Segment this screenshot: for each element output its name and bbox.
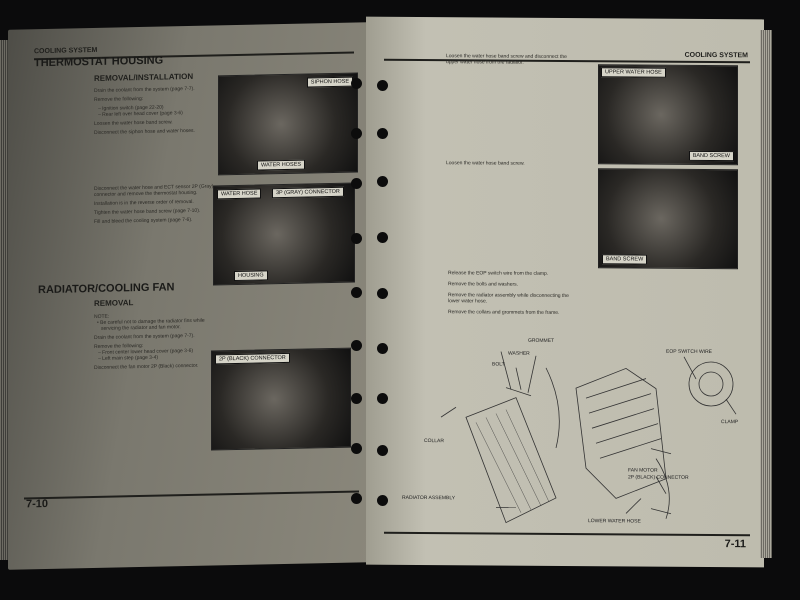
binder-hole: [351, 443, 362, 454]
binder-hole: [351, 78, 362, 89]
step: Disconnect the siphon hose and water hos…: [94, 127, 195, 136]
diagram-label: RADIATOR ASSEMBLY: [402, 494, 456, 502]
step: servicing the radiator and fan motor.: [101, 324, 181, 332]
step: lower water hose.: [448, 298, 488, 305]
step: Tighten the water hose band screw (page …: [94, 207, 201, 216]
page-number: 7-10: [26, 497, 49, 511]
binder-hole: [377, 445, 388, 456]
step: Fill and bleed the cooling system (page …: [94, 216, 193, 225]
photo-band-screw: BAND SCREW: [598, 168, 738, 270]
diagram-label: LOWER WATER HOSE: [588, 518, 641, 525]
right-page: COOLING SYSTEM Loosen the water hose ban…: [366, 16, 764, 568]
diagram-label: 2P (BLACK) CONNECTOR: [628, 474, 689, 481]
binder-hole: [377, 288, 388, 299]
photo-label: UPPER WATER HOSE: [601, 67, 666, 78]
step: Release the EOP switch wire from the cla…: [448, 270, 549, 277]
binder-hole: [377, 393, 388, 404]
running-header: COOLING SYSTEM: [684, 51, 748, 60]
step: – Rear left over head cover (page 3-6): [98, 110, 183, 118]
diagram-label: WASHER: [508, 350, 530, 357]
step: – Left main step (page 3-4): [98, 354, 159, 362]
diagram-label: CLAMP: [721, 419, 739, 426]
binder-hole: [351, 393, 362, 404]
diagram-label: EOP SWITCH WIRE: [666, 348, 713, 356]
binder-hole: [351, 493, 362, 504]
binder-hole: [351, 340, 362, 351]
step: Disconnect the fan motor 2P (Black) conn…: [94, 362, 199, 371]
photo-label: WATER HOSES: [257, 159, 306, 171]
radiator-exploded-diagram: [440, 351, 737, 524]
step: Remove the bolts and washers.: [448, 281, 519, 288]
photo-label: WATER HOSE: [217, 188, 262, 200]
photo-label: HOUSING: [234, 270, 268, 282]
photo-thermostat-housing: WATER HOSE 3P (GRAY) CONNECTOR HOUSING: [213, 182, 355, 286]
diagram-label: BOLT: [492, 361, 505, 368]
step: Drain the coolant from the system (page …: [94, 85, 195, 94]
steps-radiator-removal: NOTE:• Be careful not to damage the radi…: [94, 311, 219, 371]
footer-rule: [24, 490, 359, 500]
diagram-label: GROMMET: [528, 337, 555, 344]
step-upper-hose: Loosen the water hose band screw and dis…: [446, 53, 606, 66]
step: upper water hose from the radiator.: [446, 59, 524, 66]
steps-radiator: Release the EOP switch wire from the cla…: [448, 270, 608, 316]
page-number: 7-11: [724, 538, 746, 551]
binder-hole: [377, 80, 388, 91]
footer-rule: [384, 531, 750, 537]
left-page: COOLING SYSTEM THERMOSTAT HOUSING REMOVA…: [8, 22, 370, 570]
photo-label: SIPHON HOSE: [306, 76, 353, 88]
section-title: RADIATOR/COOLING FAN: [38, 281, 175, 297]
steps-thermostat-install: Disconnect the water hose and ECT sensor…: [94, 183, 219, 225]
photo-fan-connector: 2P (BLACK) CONNECTOR: [211, 347, 351, 451]
photo-label: 2P (BLACK) CONNECTOR: [215, 352, 290, 365]
steps-thermostat-removal: Drain the coolant from the system (page …: [94, 85, 214, 136]
running-header: COOLING SYSTEM: [34, 46, 98, 56]
subsection-title: REMOVAL/INSTALLATION: [94, 71, 194, 83]
photo-label: 3P (GRAY) CONNECTOR: [272, 186, 344, 199]
photo-label: BAND SCREW: [688, 150, 734, 162]
diagram-label: FAN MOTOR: [628, 467, 658, 474]
binder-hole: [351, 233, 362, 244]
page-edges-right: [760, 30, 772, 558]
step: connector and remove the thermostat hous…: [94, 189, 198, 198]
step: Drain the coolant from the system (page …: [94, 332, 195, 341]
diagram-label: COLLAR: [424, 438, 445, 445]
step: Remove the collars and grommets from the…: [448, 309, 560, 316]
binder-hole: [351, 178, 362, 189]
binder-hole: [351, 128, 362, 139]
section-title: THERMOSTAT HOUSING: [34, 54, 164, 70]
binder-hole: [377, 495, 388, 506]
step: Loosen the water hose band screw.: [94, 119, 173, 127]
step-band-screw: Loosen the water hose band screw.: [446, 160, 525, 167]
photo-label: BAND SCREW: [602, 254, 648, 265]
photo-upper-water-hose: UPPER WATER HOSE BAND SCREW: [598, 64, 738, 166]
photo-siphon-hose: SIPHON HOSE WATER HOSES: [218, 72, 358, 176]
step: Remove the following:: [94, 95, 144, 103]
binder-hole: [377, 343, 388, 354]
subsection-title: REMOVAL: [94, 298, 134, 308]
binder-hole: [377, 176, 388, 187]
binder-hole: [377, 232, 388, 243]
binder-hole: [377, 128, 388, 139]
binder-hole: [351, 287, 362, 298]
step: Installation is in the reverse order of …: [94, 198, 194, 207]
